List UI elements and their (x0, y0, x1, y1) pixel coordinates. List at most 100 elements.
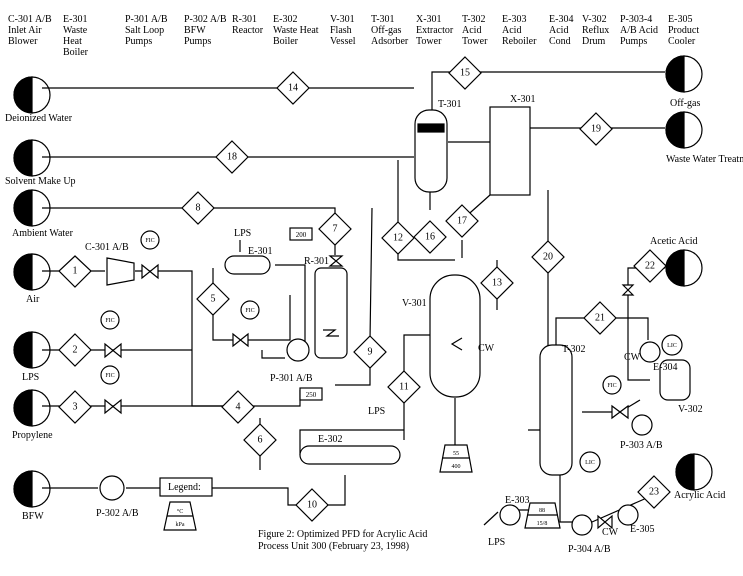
label-e304: E-304 (653, 362, 677, 373)
product-circles (665, 55, 713, 491)
stream-diamond (413, 220, 447, 254)
lic-t302 (579, 451, 601, 473)
stream-diamond (448, 56, 482, 90)
label-cw-v301: CW (478, 343, 495, 354)
vessel-v301 (429, 274, 481, 398)
column-t302 (539, 344, 573, 476)
line-stream-15 (431, 71, 665, 115)
feed-propylene (13, 389, 51, 427)
pump-p304 (571, 514, 593, 536)
feed-air (13, 253, 51, 291)
label-waste-water: Waste Water Treatmer (666, 154, 743, 165)
product-acrylic-acid (675, 453, 713, 491)
flag-value: 55 (453, 451, 459, 457)
stream-diamond (276, 71, 310, 105)
stream-number: 20 (543, 252, 553, 263)
label-acetic-acid: Acetic Acid (650, 236, 697, 247)
label-fic: FIC (607, 383, 616, 389)
line-stream-11 (403, 334, 430, 440)
reboiler-e303 (499, 504, 521, 526)
product-offgas (665, 55, 703, 93)
valve-bottoms (597, 514, 613, 530)
line-salt-loop-2 (261, 350, 285, 359)
valve-r301 (328, 255, 344, 267)
stream-number: 17 (457, 216, 467, 227)
label-e303: E-303 (505, 495, 529, 506)
stream-diamond (58, 255, 92, 288)
blower-c301-shape (106, 257, 135, 286)
exchanger-e301 (224, 255, 271, 275)
flag-value: 15/8 (537, 521, 548, 527)
stream-diamond (243, 423, 277, 457)
line-lps-e303 (483, 511, 499, 526)
label-p304: P-304 A/B (568, 544, 611, 555)
line-stream-12 (397, 160, 455, 261)
stream-number: 18 (227, 152, 237, 163)
label-e305: E-305 (630, 524, 654, 535)
feed-circles (13, 76, 51, 508)
stream-diamond (318, 212, 352, 246)
legend-title: Legend: (168, 482, 201, 493)
line-e302-in (299, 429, 404, 455)
valve-reflux (611, 404, 629, 420)
stream-number: 19 (591, 124, 601, 135)
stream-diamond (445, 204, 479, 238)
stream-number: 1 (73, 266, 78, 277)
label-t302: T-302 (562, 344, 586, 355)
condenser-e304 (639, 341, 661, 363)
label-air: Air (26, 294, 40, 305)
reactor-r301 (314, 267, 348, 359)
stream-number: 7 (333, 224, 338, 235)
flag-value: 200 (296, 231, 307, 239)
valve-salt (232, 332, 249, 348)
label-bfw: BFW (22, 511, 44, 522)
label-e302: E-302 (318, 434, 342, 445)
stream-number: 12 (393, 233, 403, 244)
stream-diamond (579, 112, 613, 146)
stream-diamonds (58, 56, 671, 522)
label-lps-e303: LPS (488, 537, 505, 548)
feed-deionized-water (13, 76, 51, 114)
label-cw-e305: CW (602, 527, 619, 538)
stream-number: 23 (649, 487, 659, 498)
line-salt-loop (275, 264, 306, 350)
product-waste-water (665, 111, 703, 149)
cooler-e305 (617, 504, 639, 526)
stream-diamond (633, 249, 667, 283)
product-acetic-acid (665, 249, 703, 287)
valve-acetic (621, 284, 635, 296)
flag-value: 250 (306, 391, 317, 399)
vessel-v301-coil (450, 337, 463, 351)
stream-diamond (583, 301, 617, 335)
stream-number: 21 (595, 313, 605, 324)
stream-diamond (295, 488, 329, 522)
pump-p302 (99, 475, 125, 501)
stream-number: 22 (645, 261, 655, 272)
flag-value: 88 (539, 508, 545, 514)
stream-diamond (637, 475, 671, 509)
label-cw-e304: CW (624, 352, 641, 363)
label-lps: LPS (22, 372, 39, 383)
stream-diamond (221, 390, 255, 424)
lic-v302 (661, 334, 683, 356)
pump-p303 (631, 414, 653, 436)
valve-propylene (104, 398, 122, 415)
diagram-labels: Deionized Water Solvent Make Up Ambient … (5, 94, 743, 555)
stream-number: 6 (258, 435, 263, 446)
stream-diamond (531, 240, 565, 274)
fic-propylene (100, 365, 120, 385)
line-t302-bottom (559, 472, 580, 523)
stream-diamond (353, 335, 387, 369)
extractor-x301 (489, 106, 531, 196)
label-fic: FIC (245, 308, 254, 314)
label-lps-e301: LPS (234, 228, 251, 239)
label-fic: FIC (145, 238, 154, 244)
label-x301: X-301 (510, 94, 536, 105)
